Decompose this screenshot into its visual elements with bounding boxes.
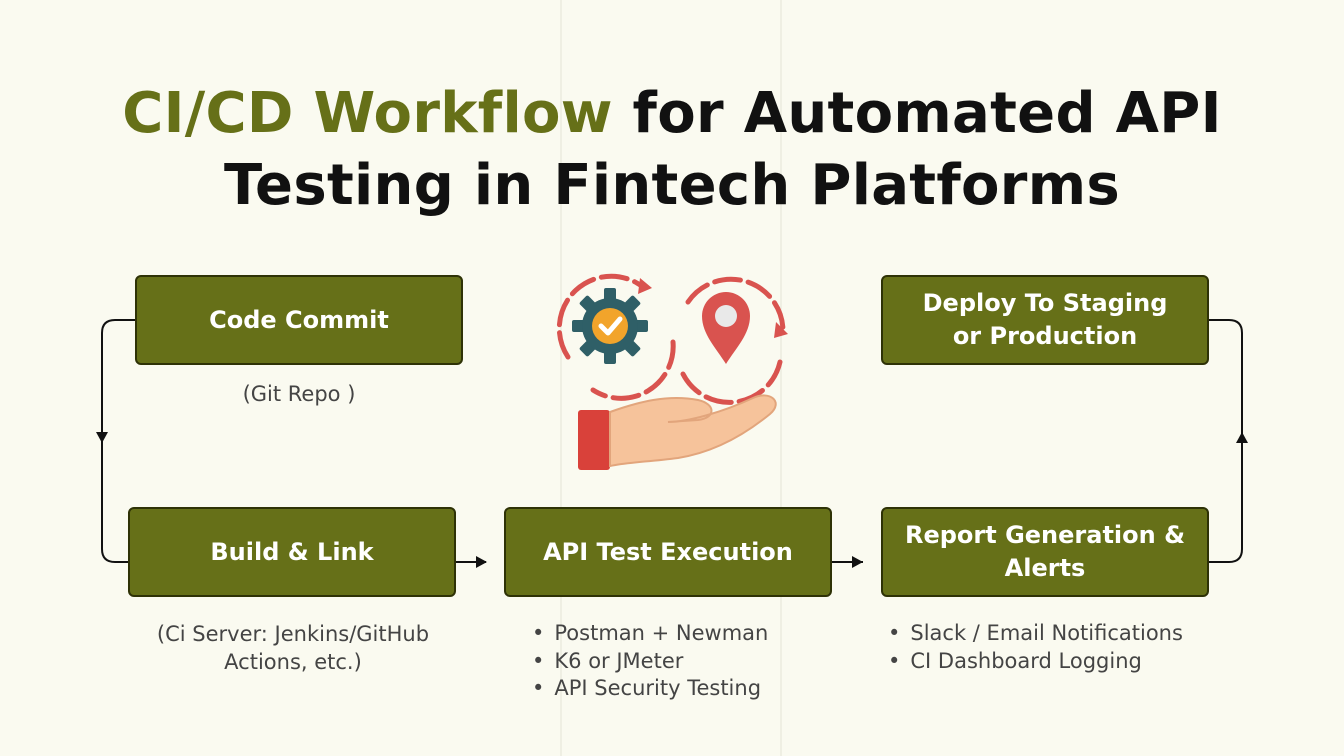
arrow-up-right xyxy=(1236,432,1248,443)
step-build-label: Build & Link xyxy=(210,537,374,566)
gear-icon xyxy=(572,288,648,364)
step-build-caption-line: (Ci Server: Jenkins/GitHub xyxy=(156,622,430,646)
step-build-caption-line: Actions, etc.) xyxy=(224,650,362,674)
background-line xyxy=(780,0,782,756)
step-report: Report Generation & Alerts xyxy=(881,507,1209,597)
title-rest: for Automated API xyxy=(612,81,1222,146)
step-api-test-bullets: Postman + Newman K6 or JMeter API Securi… xyxy=(532,620,768,703)
list-item: K6 or JMeter xyxy=(532,648,768,676)
arrow-right-build xyxy=(476,556,487,568)
automation-illustration xyxy=(556,273,788,470)
step-report-label: Report Generation & Alerts xyxy=(905,519,1185,585)
arrow-right-api xyxy=(852,556,863,568)
list-item: Slack / Email Notifications xyxy=(888,620,1183,648)
step-deploy-label: Deploy To Staging or Production xyxy=(923,287,1168,353)
step-code-commit-caption: (Git Repo ) xyxy=(242,382,356,406)
step-code-commit: Code Commit xyxy=(135,275,463,365)
step-report-bullets: Slack / Email Notifications CI Dashboard… xyxy=(888,620,1183,675)
step-deploy-label-line: or Production xyxy=(952,322,1138,350)
step-code-commit-label: Code Commit xyxy=(209,305,389,334)
step-api-test: API Test Execution xyxy=(504,507,832,597)
step-build: Build & Link xyxy=(128,507,456,597)
check-circle xyxy=(592,308,628,344)
title-line-1: CI/CD Workflow for Automated API xyxy=(0,78,1344,150)
page-title: CI/CD Workflow for Automated API Testing… xyxy=(0,78,1344,222)
list-item: CI Dashboard Logging xyxy=(888,648,1183,676)
step-deploy-label-line: Deploy To Staging xyxy=(922,289,1168,317)
list-item: Postman + Newman xyxy=(532,620,768,648)
title-highlight: CI/CD Workflow xyxy=(122,81,613,146)
step-build-caption: (Ci Server: Jenkins/GitHub Actions, etc.… xyxy=(118,620,468,676)
title-line-2: Testing in Fintech Platforms xyxy=(223,153,1120,218)
background-line xyxy=(560,0,562,756)
location-pin-icon xyxy=(702,292,750,364)
arrow-down-left xyxy=(96,432,108,443)
step-report-label-line: Alerts xyxy=(1004,554,1086,582)
step-report-label-line: Report Generation & xyxy=(904,521,1186,549)
step-deploy: Deploy To Staging or Production xyxy=(881,275,1209,365)
checkmark-icon xyxy=(598,316,623,336)
open-hand-icon xyxy=(578,394,777,470)
cycle-arrows-icon xyxy=(556,273,786,405)
list-item: API Security Testing xyxy=(532,675,768,703)
connector-report-to-deploy xyxy=(1208,319,1243,563)
step-api-test-label: API Test Execution xyxy=(543,537,793,566)
